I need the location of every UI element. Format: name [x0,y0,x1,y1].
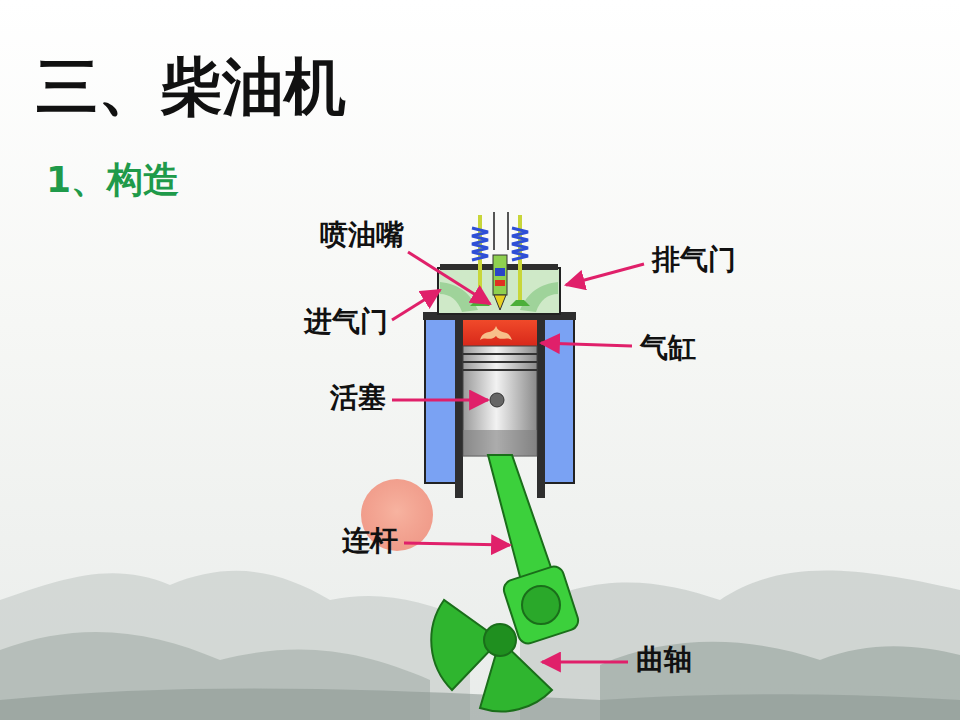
part-label: 曲轴 [636,643,692,677]
leader-line [542,661,628,664]
part-label: 排气门 [652,243,736,277]
leader-line [408,252,490,304]
leader-line [541,343,632,346]
leader-line [392,290,440,320]
valves [470,212,530,306]
leader-lines [392,252,644,662]
part-label: 活塞 [330,381,386,415]
leader-line [392,399,488,402]
page-title: 三、柴油机 [36,50,346,124]
background [0,479,960,720]
part-label: 气缸 [640,331,696,365]
part-label: 连杆 [342,524,398,558]
connecting-rod [488,455,581,646]
injector [493,255,507,310]
leader-line [566,264,644,285]
leader-line [404,543,510,545]
part-label: 进气门 [304,305,388,339]
section-heading: 1、构造 [46,158,179,201]
part-label: 喷油嘴 [320,218,404,252]
combustion-chamber [463,320,537,346]
